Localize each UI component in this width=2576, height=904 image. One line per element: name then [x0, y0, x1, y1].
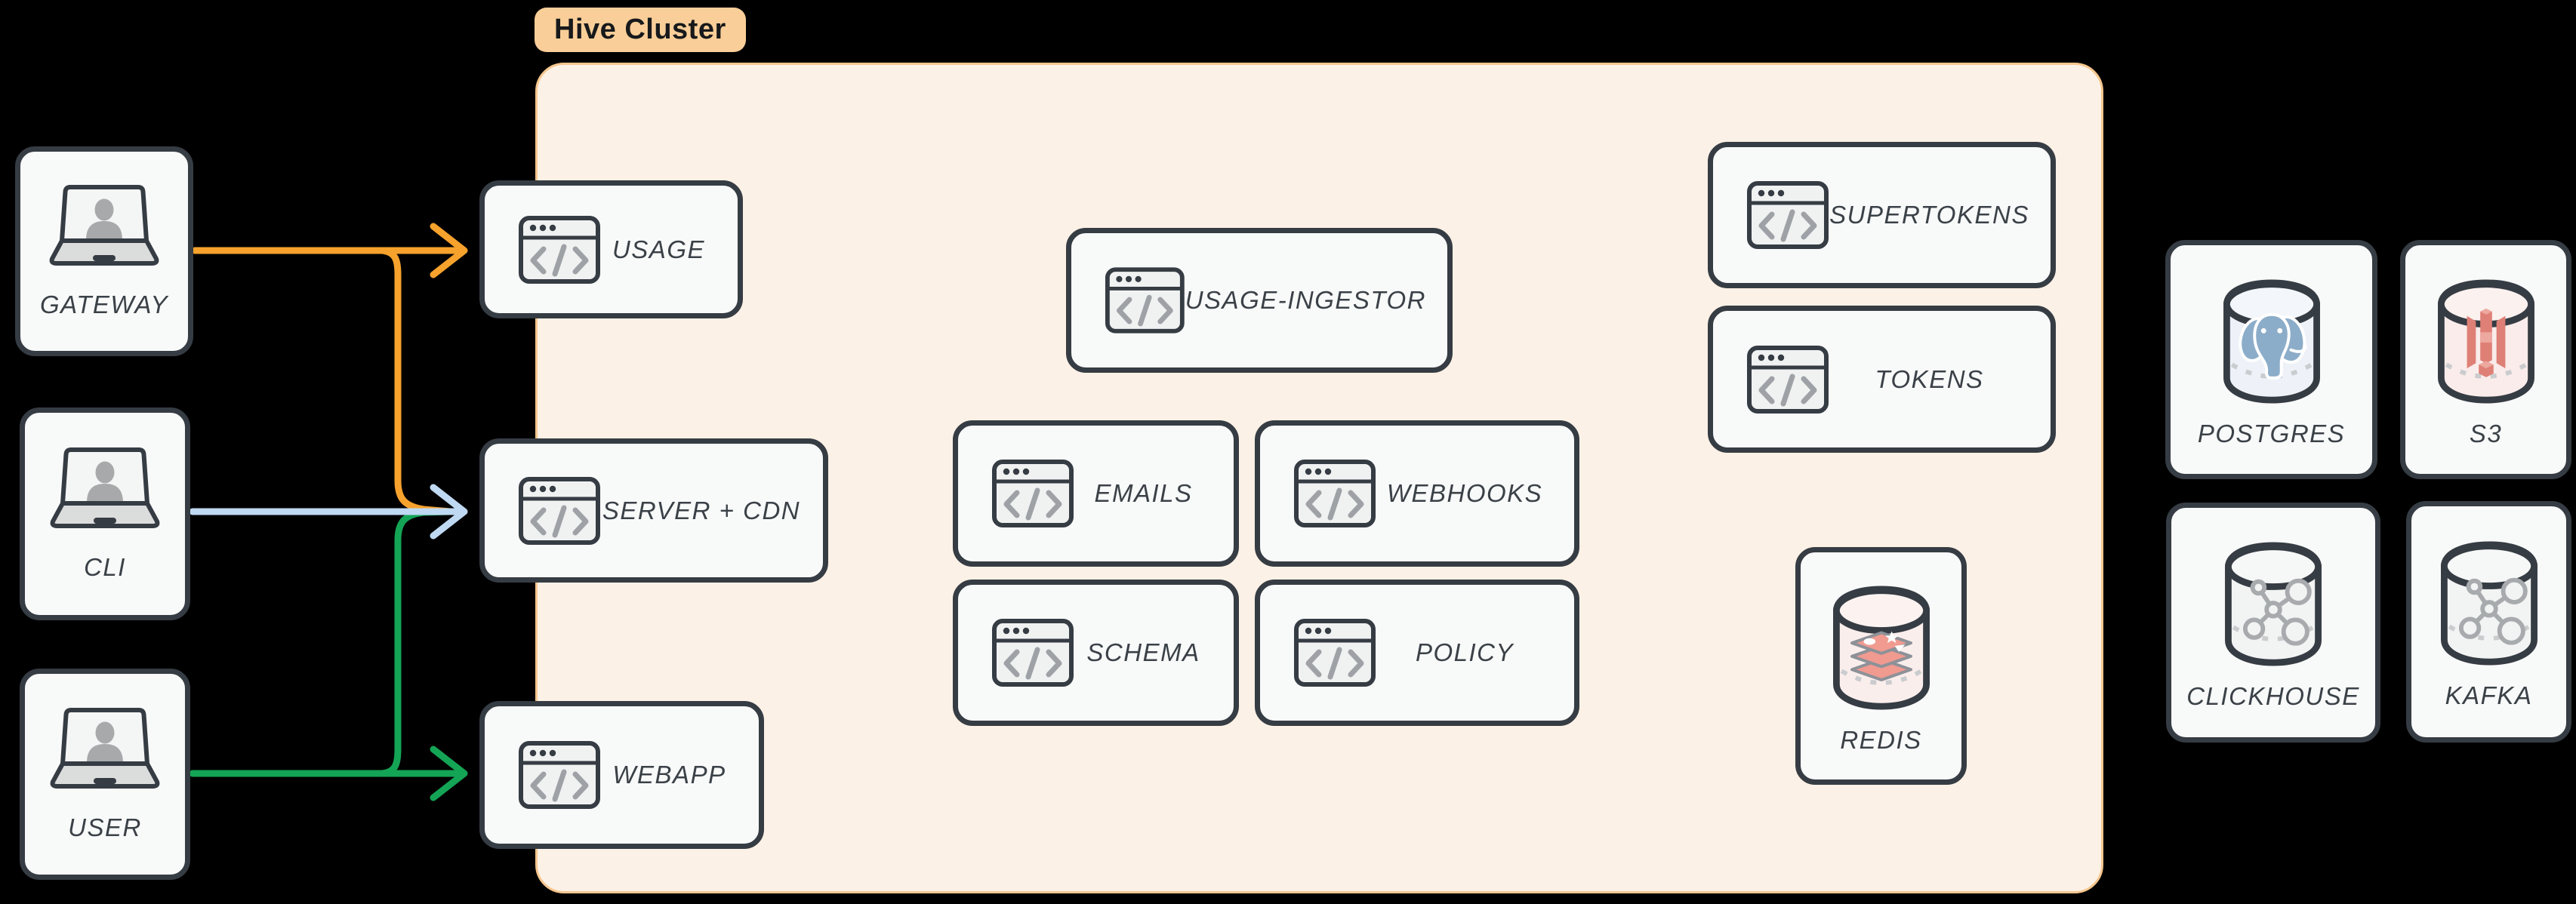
code-window-icon — [1105, 266, 1185, 335]
node-tokens: TOKENS — [1708, 306, 2056, 453]
code-window-icon — [518, 215, 601, 284]
laptop-user-icon — [44, 706, 166, 792]
code-window-icon — [1746, 345, 1829, 414]
node-label: TOKENS — [1875, 364, 1984, 393]
node-label: SUPERTOKENS — [1829, 201, 2029, 229]
code-window-icon — [518, 476, 601, 546]
edge-user-webapp-arrowhead — [430, 746, 468, 801]
node-supertokens: SUPERTOKENS — [1708, 142, 2056, 288]
node-emails: EMAILS — [953, 420, 1239, 567]
node-server-cdn: SERVER + CDN — [479, 438, 828, 583]
edge-user-servercdn — [377, 508, 452, 777]
node-usage-ingestor: USAGE-INGESTOR — [1066, 228, 1453, 373]
code-window-icon — [1746, 180, 1829, 250]
node-cli: CLI — [20, 407, 190, 620]
node-label: SCHEMA — [1086, 638, 1200, 666]
node-label: WEBHOOKS — [1386, 479, 1543, 507]
node-label: POLICY — [1415, 638, 1514, 666]
node-gateway: GATEWAY — [15, 146, 193, 356]
node-policy: POLICY — [1255, 580, 1579, 726]
code-window-icon — [518, 740, 601, 810]
code-window-icon — [1293, 459, 1376, 528]
node-label: CLI — [84, 553, 126, 581]
node-kafka: KAFKA — [2406, 501, 2571, 743]
node-usage: USAGE — [479, 180, 743, 318]
node-label: USAGE — [612, 235, 706, 263]
node-label: CLICKHOUSE — [2186, 682, 2360, 710]
hive-cluster-badge: Hive Cluster — [535, 8, 746, 52]
kafka-db-icon — [2437, 540, 2541, 666]
node-postgres: POSTGRES — [2165, 240, 2377, 479]
node-label: WEBAPP — [612, 761, 726, 789]
laptop-user-icon — [43, 183, 165, 269]
code-window-icon — [1293, 618, 1376, 687]
node-webapp: WEBAPP — [479, 701, 764, 849]
node-label: REDIS — [1840, 725, 1922, 754]
s3-db-icon — [2434, 278, 2538, 404]
node-redis: REDIS — [1795, 547, 1967, 785]
node-label: USER — [68, 813, 142, 841]
node-user: USER — [20, 669, 190, 880]
edge-gateway-usage-arrowhead — [430, 223, 468, 278]
redis-db-icon — [1829, 584, 1934, 711]
node-webhooks: WEBHOOKS — [1255, 420, 1579, 567]
clickhouse-db-icon — [2221, 540, 2325, 667]
laptop-user-icon — [44, 446, 166, 532]
node-label: POSTGRES — [2197, 419, 2346, 447]
node-s3: S3 — [2400, 240, 2571, 479]
node-clickhouse: CLICKHOUSE — [2166, 503, 2380, 743]
node-label: EMAILS — [1094, 479, 1193, 507]
node-label: S3 — [2469, 419, 2503, 447]
node-label: KAFKA — [2445, 681, 2533, 709]
node-label: USAGE-INGESTOR — [1185, 286, 1426, 314]
postgres-db-icon — [2220, 278, 2324, 404]
node-schema: SCHEMA — [953, 580, 1239, 726]
code-window-icon — [991, 618, 1074, 687]
code-window-icon — [991, 459, 1074, 528]
node-label: GATEWAY — [39, 291, 169, 318]
edge-cli-servercdn-arrowhead — [430, 484, 468, 540]
node-label: SERVER + CDN — [602, 496, 801, 524]
edge-gateway-servercdn — [377, 247, 454, 515]
